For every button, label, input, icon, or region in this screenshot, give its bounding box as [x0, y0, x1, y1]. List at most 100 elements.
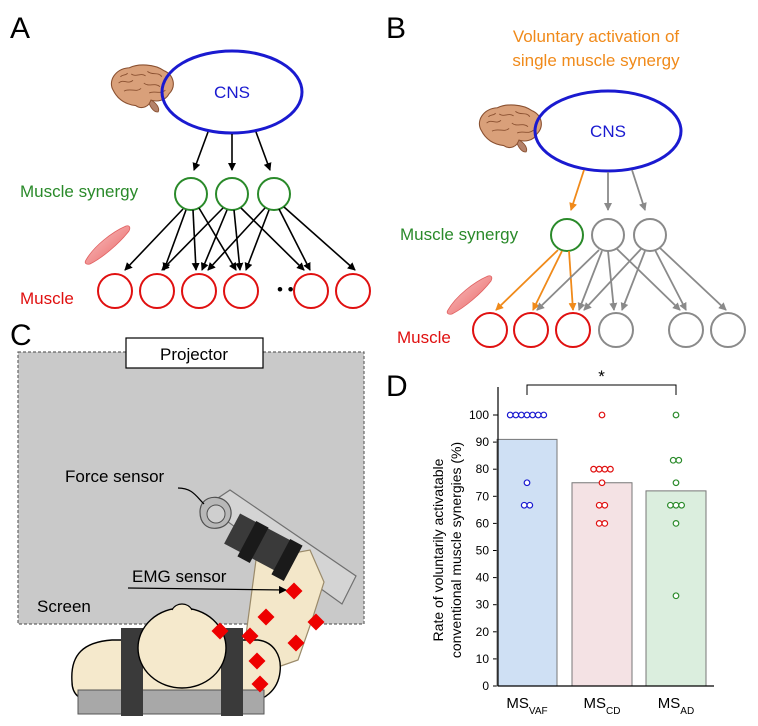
cns-node [160, 49, 304, 135]
emg-sensor-icon [241, 627, 259, 645]
data-point [595, 520, 603, 527]
data-point [607, 465, 614, 473]
y-tick-label: 80 [476, 462, 490, 476]
data-point [523, 479, 531, 487]
muscle-node-inactive [668, 312, 704, 348]
panel-d-label: D [386, 370, 408, 403]
data-point [672, 520, 680, 527]
x-category-main: MS [658, 695, 681, 712]
emg-sensor-pointer [127, 585, 287, 594]
data-point [520, 501, 528, 509]
x-category-sub: VAF [529, 706, 548, 717]
synergy-node-inactive [591, 218, 625, 252]
data-point [667, 501, 674, 509]
panel-c-label: C [10, 319, 32, 352]
panel-b: B Voluntary activation of single muscle … [386, 12, 746, 348]
data-point [601, 501, 609, 509]
muscle-node-active [555, 312, 591, 348]
y-tick-label: 10 [476, 652, 490, 666]
bar [571, 482, 633, 687]
data-point [523, 411, 531, 419]
panel-b-title-line1: Voluntary activation of [513, 27, 680, 46]
muscle-node [293, 273, 329, 309]
data-point [672, 501, 680, 509]
y-tick-label: 30 [476, 598, 490, 612]
muscle-node-active [472, 312, 508, 348]
synergy-node [257, 177, 291, 211]
panel-a: A CNS Muscle synergy Muscle [10, 12, 371, 309]
force-sensor-dial [206, 504, 226, 524]
x-category-label: MSVAF [506, 695, 547, 717]
emg-sensor-icon [287, 634, 305, 652]
synergy-node-active [550, 218, 584, 252]
arm-strap-buckle [271, 539, 303, 581]
panel-d: D Rate of voluntarily activatable conven… [386, 367, 714, 717]
force-sensor-pointer [177, 487, 205, 505]
panel-b-title-line2: single muscle synergy [512, 51, 680, 70]
data-point [595, 465, 603, 473]
y-tick-label: 20 [476, 625, 490, 639]
synergy-node-inactive [633, 218, 667, 252]
cns-to-synergy-arrows [192, 131, 272, 171]
synergy-label: Muscle synergy [20, 182, 139, 201]
data-point [506, 411, 514, 419]
data-point [601, 465, 609, 473]
y-tick-label: 60 [476, 516, 490, 530]
data-point [672, 411, 680, 419]
data-point [595, 501, 603, 509]
x-category-label: MSAD [658, 695, 694, 717]
muscle-node [97, 273, 133, 309]
cns-label: CNS [590, 122, 626, 141]
brain-icon [478, 104, 542, 153]
data-point [512, 411, 520, 419]
emg-sensors [211, 582, 325, 693]
muscle-node-active [513, 312, 549, 348]
y-axis-title-line1: Rate of voluntarily activatable [430, 458, 446, 641]
x-category-main: MS [506, 695, 529, 712]
x-category-sub: CD [606, 706, 620, 717]
muscle-illustration [446, 275, 493, 315]
subject-nose [171, 603, 193, 611]
muscle-illustration [84, 225, 131, 265]
synergy-label: Muscle synergy [400, 225, 519, 244]
y-tick-label: 0 [482, 679, 489, 693]
projector-label: Projector [160, 345, 228, 364]
emg-sensor-icon [257, 608, 275, 626]
data-point [598, 411, 606, 419]
data-point [601, 520, 609, 527]
subject-head [137, 607, 227, 689]
muscle-node-inactive [598, 312, 634, 348]
emg-sensor-label: EMG sensor [132, 567, 227, 586]
y-tick-label: 70 [476, 489, 490, 503]
synergy-to-muscle-arrows-active [495, 249, 577, 311]
synergy-to-muscle-arrows-inactive [536, 247, 727, 311]
data-point [529, 411, 536, 419]
significance-marker: * [598, 367, 605, 386]
data-point [526, 501, 534, 509]
synergy-node [215, 177, 249, 211]
emg-sensor-icon [251, 675, 269, 693]
data-point [672, 592, 680, 600]
screen [17, 351, 365, 625]
synergy-to-muscle-arrows [124, 206, 356, 271]
muscle-node-inactive [710, 312, 746, 348]
emg-sensor-icon [307, 613, 325, 631]
emg-sensor-icon [248, 652, 266, 670]
y-tick-label: 100 [469, 408, 489, 422]
bar [496, 438, 558, 687]
screen-label: Screen [37, 597, 91, 616]
cns-to-synergy-arrows-inactive [604, 169, 647, 211]
cns-node [533, 89, 683, 173]
x-category-main: MS [584, 695, 607, 712]
y-tick-label: 40 [476, 571, 490, 585]
muscle-node [223, 273, 259, 309]
y-tick-label: 50 [476, 544, 490, 558]
cns-to-synergy-arrow-active [569, 169, 585, 211]
panel-a-label: A [10, 12, 30, 45]
muscle-label: Muscle [397, 328, 451, 347]
muscle-label: Muscle [20, 289, 74, 308]
cns-label: CNS [214, 83, 250, 102]
significance-bracket [526, 384, 677, 395]
data-point [540, 411, 548, 419]
